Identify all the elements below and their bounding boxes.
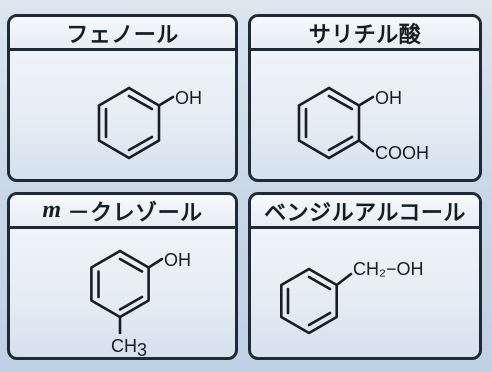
double-bond (118, 295, 144, 311)
title-text: ベンジルアルコール (264, 200, 466, 226)
double-bond (127, 135, 154, 152)
cooh-bond (357, 139, 375, 153)
ch2oh-label: CH₂−OH (353, 259, 424, 279)
oh-bond (157, 95, 175, 107)
title-text: －クレゾール (67, 200, 203, 226)
benzyl-alcohol-structure: CH₂−OH (279, 259, 424, 335)
double-bond (327, 135, 354, 152)
double-bond (307, 275, 332, 291)
benzene-ring (279, 267, 338, 335)
double-bond (118, 257, 144, 273)
oh-label: OH (164, 250, 191, 270)
ch3-label: CH3 (111, 336, 147, 357)
title-prefix: m (42, 197, 62, 223)
title-text: フェノール (66, 22, 179, 48)
panel-title: サリチル酸 (251, 17, 479, 51)
panel-phenol: フェノール OH (7, 14, 238, 182)
panel-title: ベンジルアルコール (251, 195, 479, 229)
ch2-bond (335, 272, 353, 287)
double-bond (307, 311, 332, 327)
m-cresol-structure: OH CH3 (90, 249, 191, 357)
title-text: サリチル酸 (308, 22, 422, 48)
benzene-ring (297, 86, 361, 160)
panel-title: フェノール (10, 17, 235, 51)
oh-bond (147, 257, 164, 269)
salicylic-acid-structure: OH COOH (297, 86, 429, 163)
double-bond (327, 94, 354, 111)
phenol-structure: OH (97, 86, 202, 160)
benzene-ring (97, 86, 161, 160)
panel-m-cresol: m －クレゾール OH CH3 (7, 192, 238, 360)
oh-bond (357, 95, 375, 107)
oh-label: OH (175, 88, 202, 108)
panel-benzyl-alcohol: ベンジルアルコール CH₂−OH (248, 192, 482, 360)
panel-title: m －クレゾール (10, 195, 235, 229)
benzene-ring (90, 249, 150, 319)
cooh-label: COOH (375, 143, 429, 163)
panel-salicylic-acid: サリチル酸 OH COOH (248, 14, 482, 182)
oh-label: OH (375, 88, 402, 108)
double-bond (127, 94, 154, 111)
